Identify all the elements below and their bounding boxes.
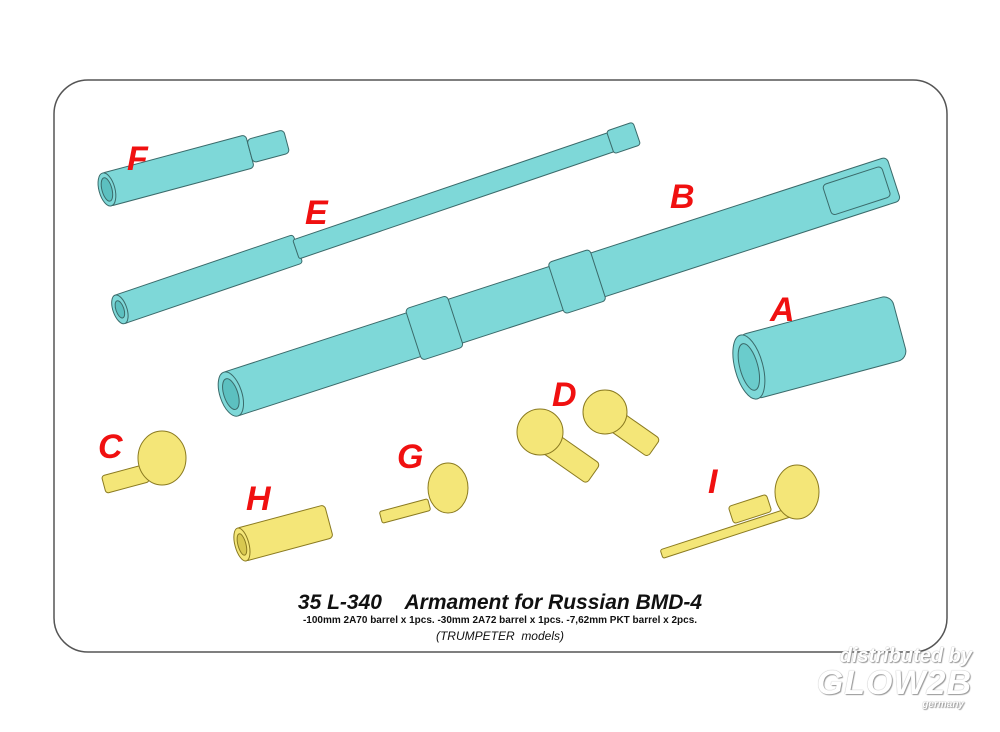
watermark-brand-logo: GLOW2B — [816, 664, 972, 702]
part-c — [101, 430, 187, 494]
part-e-barrel — [111, 122, 641, 325]
product-contents: -100mm 2A70 barrel x 1pcs. -30mm 2A72 ba… — [302, 615, 698, 626]
part-h — [233, 505, 333, 562]
label-f: F — [127, 140, 148, 178]
product-models: (TRUMPETER models) — [435, 629, 564, 643]
label-b: B — [670, 178, 695, 216]
part-g — [379, 462, 469, 524]
product-title: 35 L-340 Armament for Russian BMD-4 — [297, 591, 703, 614]
label-g: G — [397, 438, 424, 476]
label-d: D — [552, 376, 577, 414]
card-border — [53, 79, 948, 653]
label-e: E — [305, 194, 328, 232]
part-b-barrel — [217, 157, 901, 417]
part-a-muzzle — [732, 296, 907, 400]
label-c: C — [98, 428, 123, 466]
label-h: H — [246, 480, 271, 518]
label-a: A — [770, 291, 795, 329]
part-f-barrel — [97, 130, 290, 207]
part-d-1 — [516, 408, 600, 483]
part-d-2 — [582, 389, 660, 456]
part-i — [660, 464, 820, 559]
watermark-distributed-by: distributed by — [839, 645, 972, 667]
watermark-country: germany — [922, 699, 964, 710]
label-i: I — [708, 463, 718, 501]
